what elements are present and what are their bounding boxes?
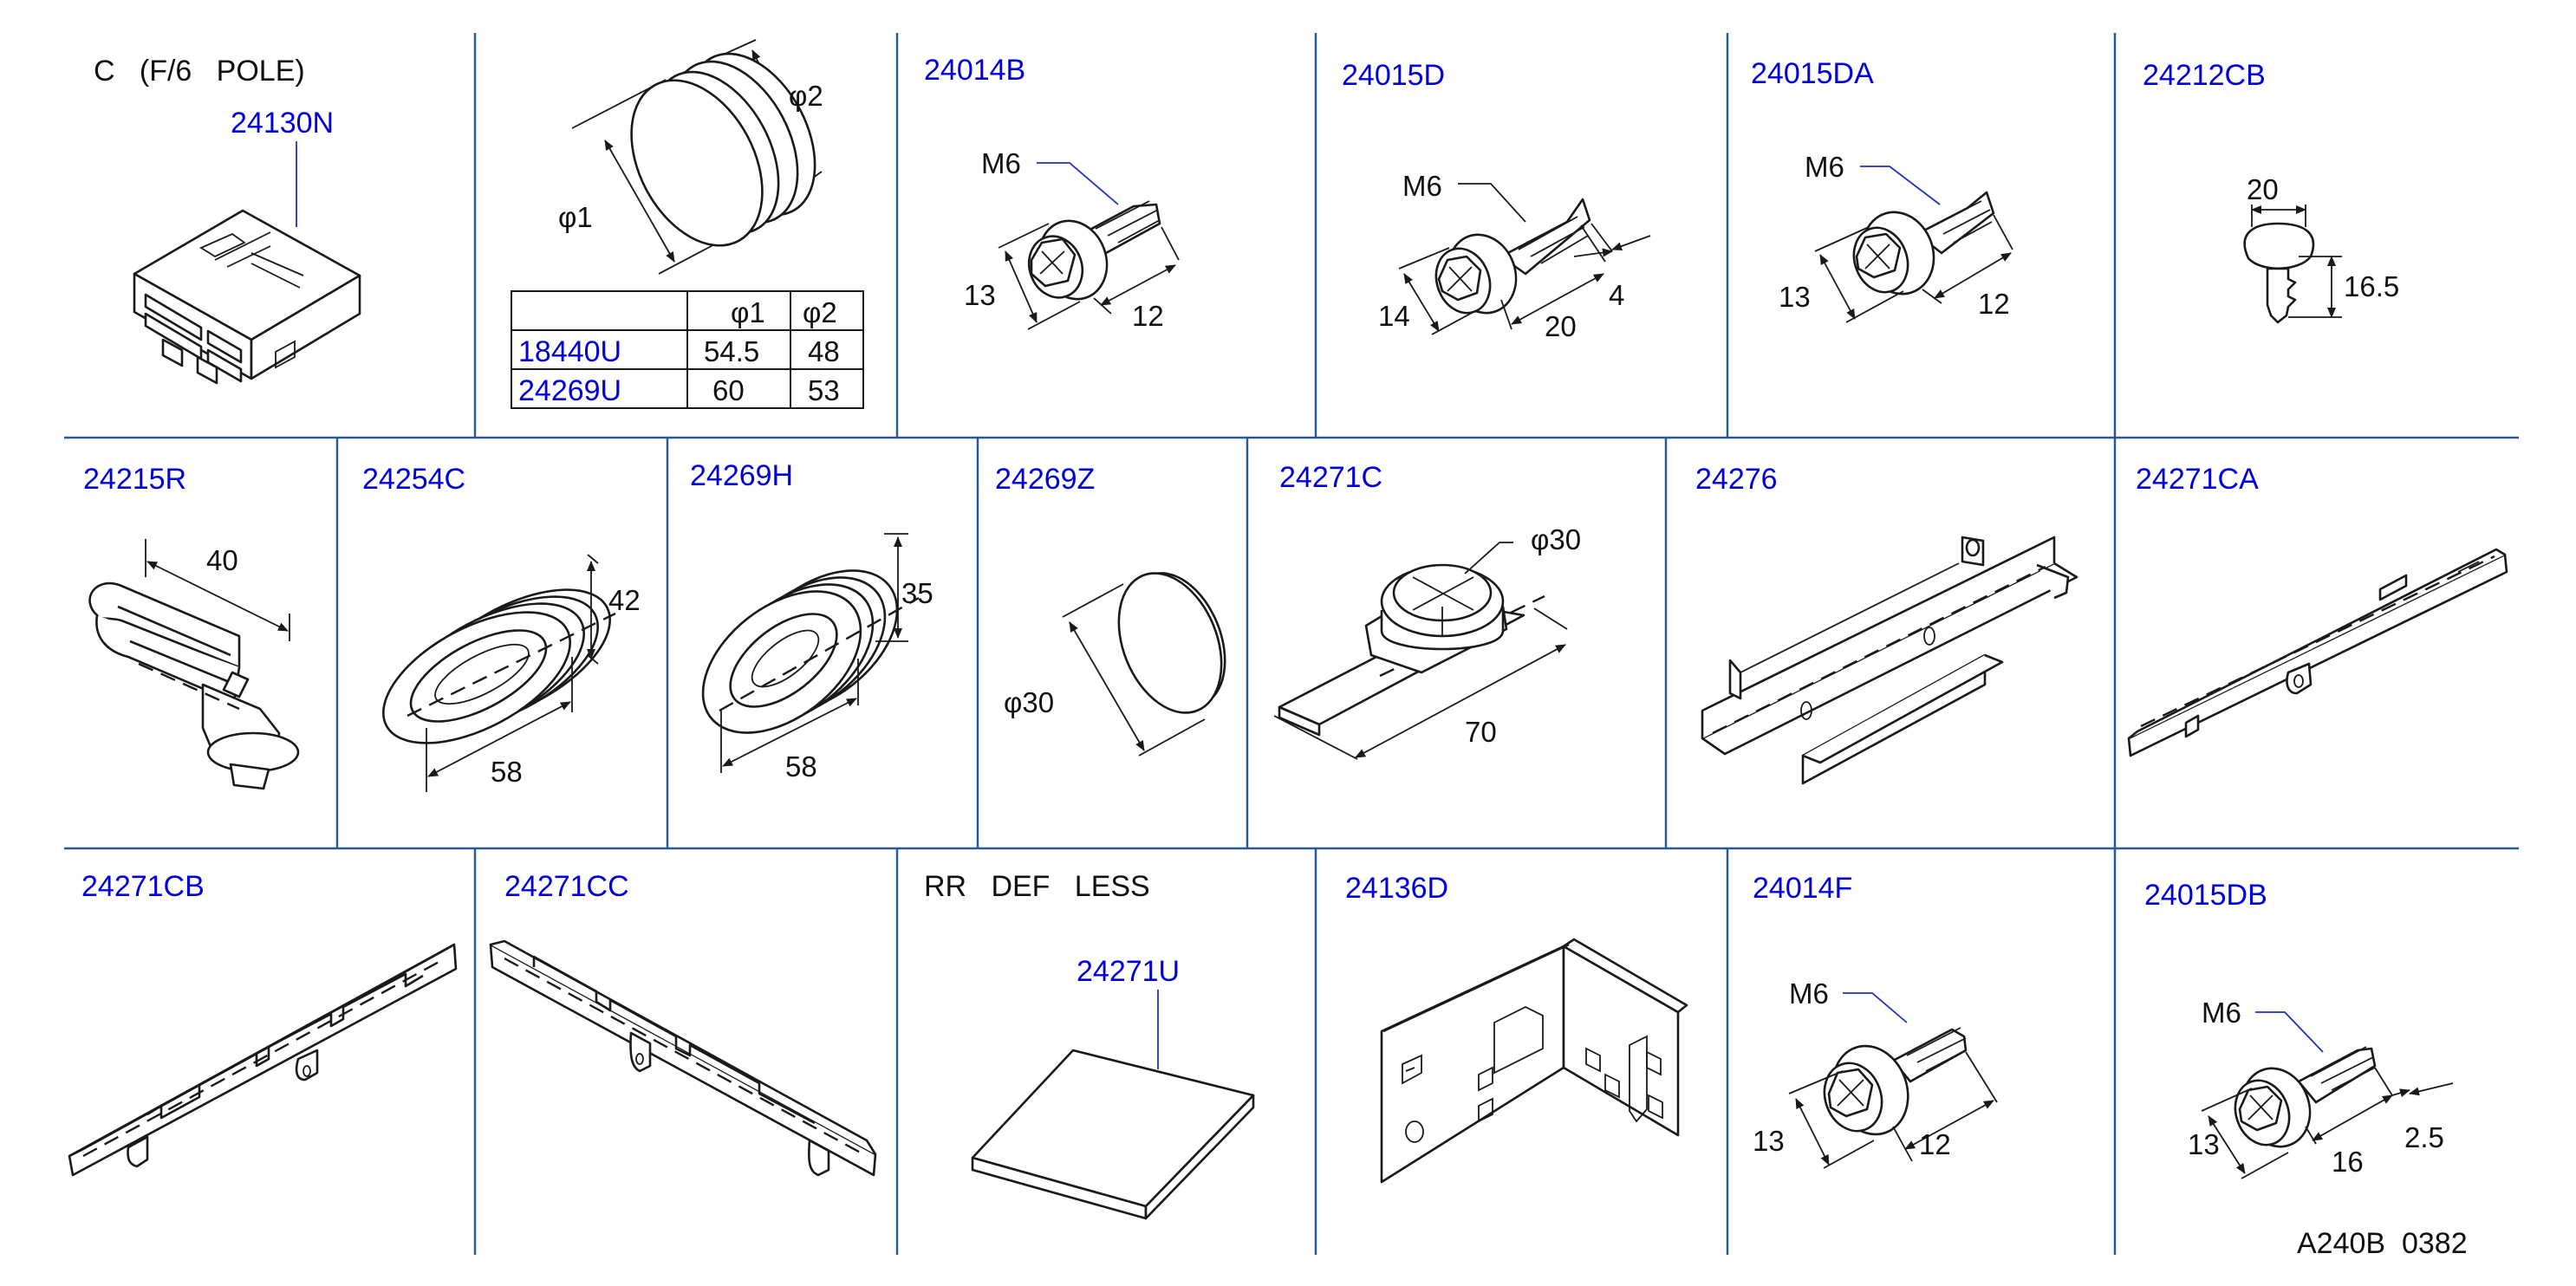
cell-c19: 24015DB M6 13 16 2.5: [2144, 879, 2454, 1179]
part-number: 24254C: [362, 463, 465, 496]
clip-drawing: [88, 539, 300, 790]
thread-label: M6: [2202, 997, 2241, 1029]
grommet-drawing: [701, 533, 920, 773]
plug-drawing: [1062, 572, 1226, 757]
part-number: 24212CB: [2143, 59, 2266, 92]
part-number: 24271CC: [504, 870, 629, 903]
dim-label: 13: [2188, 1128, 2220, 1160]
table-cell: 18440U: [518, 335, 621, 368]
cell-c3: 24014B M6 13 12: [924, 54, 1180, 332]
bracket-drawing: [1273, 542, 1568, 760]
thread-label: M6: [981, 147, 1021, 179]
grommet-drawing: [571, 39, 823, 275]
cell-c17: 24136D: [1345, 872, 1688, 1184]
cell-c1: C (F/6 POLE) 24130N: [94, 55, 361, 385]
bracket-drawing: [1701, 536, 2078, 785]
part-number: 24269H: [690, 459, 793, 492]
dim-label: 12: [1978, 288, 2010, 320]
cell-c11: 24271C φ30 70: [1273, 461, 1581, 760]
connector-drawing: [133, 141, 361, 385]
rail-drawing: [68, 943, 458, 1177]
dim-label: 20: [1545, 310, 1577, 342]
cell-c15: 24271CC: [489, 870, 877, 1177]
part-number: 24014F: [1753, 872, 1852, 905]
diagram-code: A240B 0382: [2297, 1227, 2468, 1260]
part-number: 24130N: [231, 107, 334, 140]
cell-c13: 24271CA: [2127, 463, 2508, 757]
cell-c14: 24271CB: [68, 870, 458, 1177]
clip-drawing: [2243, 205, 2342, 324]
table-cell: 53: [808, 374, 840, 406]
dim-label: 42: [608, 584, 641, 616]
part-number: 24014B: [924, 54, 1025, 87]
table-cell: 54.5: [704, 335, 759, 367]
rail-drawing: [489, 939, 877, 1177]
cell-c10: 24269Z φ30: [995, 463, 1226, 757]
dim-label: φ30: [1531, 523, 1581, 555]
bolt-drawing: [2201, 1011, 2454, 1179]
dim-label: 14: [1378, 300, 1410, 332]
table-cell: 60: [712, 374, 745, 406]
dim-label: 70: [1465, 716, 1497, 748]
grid-lines: [64, 33, 2519, 1255]
cell-c2: φ1 φ2 φ1 φ2 18440U 54.5 48 24269U 60 53: [511, 39, 864, 409]
table-cell: 24269U: [518, 374, 621, 407]
phi1-label: φ1: [558, 201, 593, 233]
dim-label: φ30: [1004, 686, 1054, 718]
pad-drawing: [971, 990, 1255, 1220]
dim-label: 16: [2332, 1146, 2364, 1178]
part-number: 24271CA: [2136, 463, 2259, 496]
size-table: [511, 290, 864, 409]
part-number: 24269Z: [995, 463, 1095, 496]
dim-label: 58: [491, 756, 523, 788]
dim-label: 20: [2247, 173, 2279, 205]
dim-label: 12: [1919, 1128, 1951, 1160]
phi2-label: φ2: [789, 80, 823, 112]
cell-c16: RR DEF LESS 24271U: [924, 870, 1255, 1220]
dim-label: 12: [1132, 300, 1164, 332]
cell-c5: 24015DA M6 13 12: [1751, 57, 2013, 323]
part-number: 24015D: [1342, 59, 1445, 92]
dim-label: 35: [901, 577, 933, 609]
part-number: 24136D: [1345, 872, 1448, 905]
part-number: 24215R: [83, 463, 186, 496]
dim-label: 16.5: [2344, 270, 2399, 302]
cell-note: C (F/6 POLE): [94, 55, 305, 88]
thread-label: M6: [1402, 170, 1442, 202]
bracket-drawing: [1380, 938, 1688, 1184]
cell-c9: 24269H 35 58: [690, 459, 933, 783]
cell-c18: 24014F M6 13 12: [1753, 872, 1998, 1169]
cell-c6: 24212CB 20 16.5: [2143, 59, 2399, 324]
part-number: 24015DB: [2144, 879, 2267, 912]
cell-c12: 24276: [1695, 463, 2078, 785]
table-cell: 48: [808, 335, 840, 367]
dim-label: 58: [785, 750, 817, 783]
thread-label: M6: [1805, 151, 1844, 183]
dim-label: 13: [1779, 281, 1811, 313]
table-header: φ1: [731, 296, 765, 328]
part-number: 24015DA: [1751, 57, 1874, 90]
cell-c4: 24015D M6 14 20 4: [1342, 59, 1651, 342]
part-number: 24276: [1695, 463, 1778, 496]
part-number: 24271U: [1077, 955, 1180, 988]
dim-label: 13: [1753, 1125, 1785, 1157]
bolt-drawing: [998, 162, 1180, 330]
bolt-drawing: [1398, 183, 1651, 335]
bolt-drawing: [1788, 992, 1998, 1169]
part-number: 24271CB: [81, 870, 205, 903]
part-number: 24271C: [1279, 461, 1382, 494]
dim-label: 13: [964, 279, 996, 311]
bracket-drawing: [2127, 548, 2508, 757]
cell-note: RR DEF LESS: [924, 870, 1150, 903]
dim-label: 2.5: [2404, 1121, 2444, 1153]
cell-c7: 24215R 40: [83, 463, 300, 790]
thread-label: M6: [1789, 977, 1829, 1010]
table-header: φ2: [803, 296, 837, 328]
grommet-drawing: [382, 554, 616, 792]
cell-c8: 24254C 42 58: [362, 463, 641, 792]
dim-label: 4: [1609, 279, 1624, 311]
bolt-drawing: [1814, 166, 2013, 323]
dim-label: 40: [206, 544, 238, 576]
